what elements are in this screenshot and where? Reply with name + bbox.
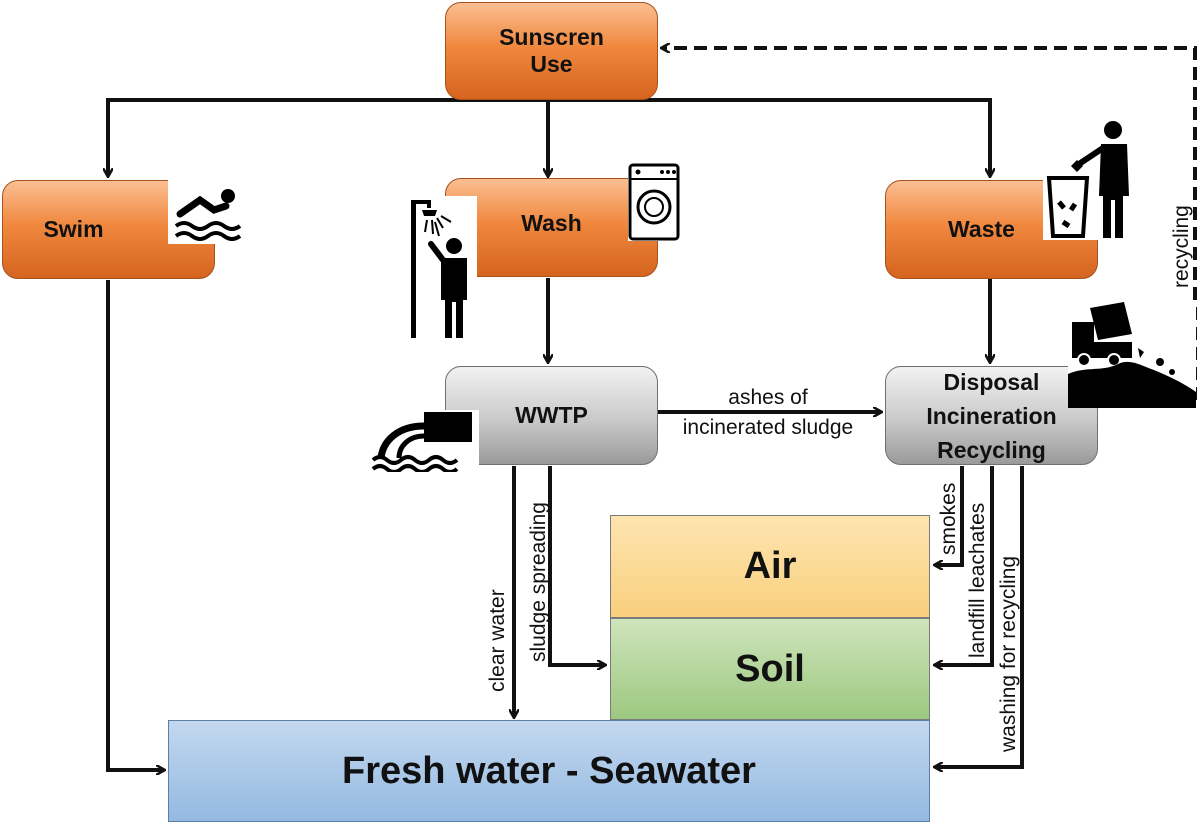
ashes-label-2: incinerated sludge <box>682 416 854 439</box>
swim-label: Swim <box>43 216 104 242</box>
soil-compartment: Soil <box>610 618 930 720</box>
air-compartment: Air <box>610 515 930 618</box>
disposal-label-1: Disposal <box>943 368 1040 395</box>
landfill-leachates-label: landfill leachates <box>966 502 989 658</box>
arrow-landfill <box>935 466 994 665</box>
water-compartment: Fresh water - Seawater <box>168 720 930 822</box>
arrow-swim-to-water <box>106 280 164 770</box>
garbage-truck-icon <box>1068 300 1196 408</box>
sludge-spreading-label: sludge spreading <box>527 502 550 662</box>
ashes-label: ashes of incinerated sludge <box>668 386 868 440</box>
arrow-sludge-spreading <box>548 466 605 665</box>
shower-person-icon <box>405 196 477 341</box>
wwtp-label: WWTP <box>515 402 588 428</box>
clear-water-label: clear water <box>486 589 509 692</box>
sunscreen-label-1: Sunscren <box>499 24 604 50</box>
water-label: Fresh water - Seawater <box>342 749 756 792</box>
arrow-smokes <box>935 466 964 565</box>
wastewater-outfall-icon <box>369 410 479 472</box>
arrow-use-to-waste <box>548 98 990 176</box>
ashes-label-1: ashes of <box>728 386 808 409</box>
washing-machine-icon <box>628 163 680 241</box>
smokes-label: smokes <box>937 482 960 555</box>
sunscreen-label-2: Use <box>530 51 573 77</box>
swimmer-icon <box>168 180 250 244</box>
washing-recycling-label: washing for recycling <box>997 555 1020 752</box>
disposal-label-3: Recycling <box>937 436 1046 463</box>
recycling-label: recycling <box>1170 205 1193 288</box>
soil-label: Soil <box>735 647 805 690</box>
arrow-use-to-swim <box>108 98 548 176</box>
arrow-washing <box>935 466 1024 767</box>
wash-box: Wash <box>445 178 658 277</box>
trash-person-icon <box>1043 118 1143 240</box>
waste-label: Waste <box>948 216 1015 242</box>
wwtp-box: WWTP <box>445 366 658 465</box>
wash-label: Wash <box>521 210 582 236</box>
disposal-label-2: Incineration <box>926 402 1057 429</box>
air-label: Air <box>743 545 797 587</box>
